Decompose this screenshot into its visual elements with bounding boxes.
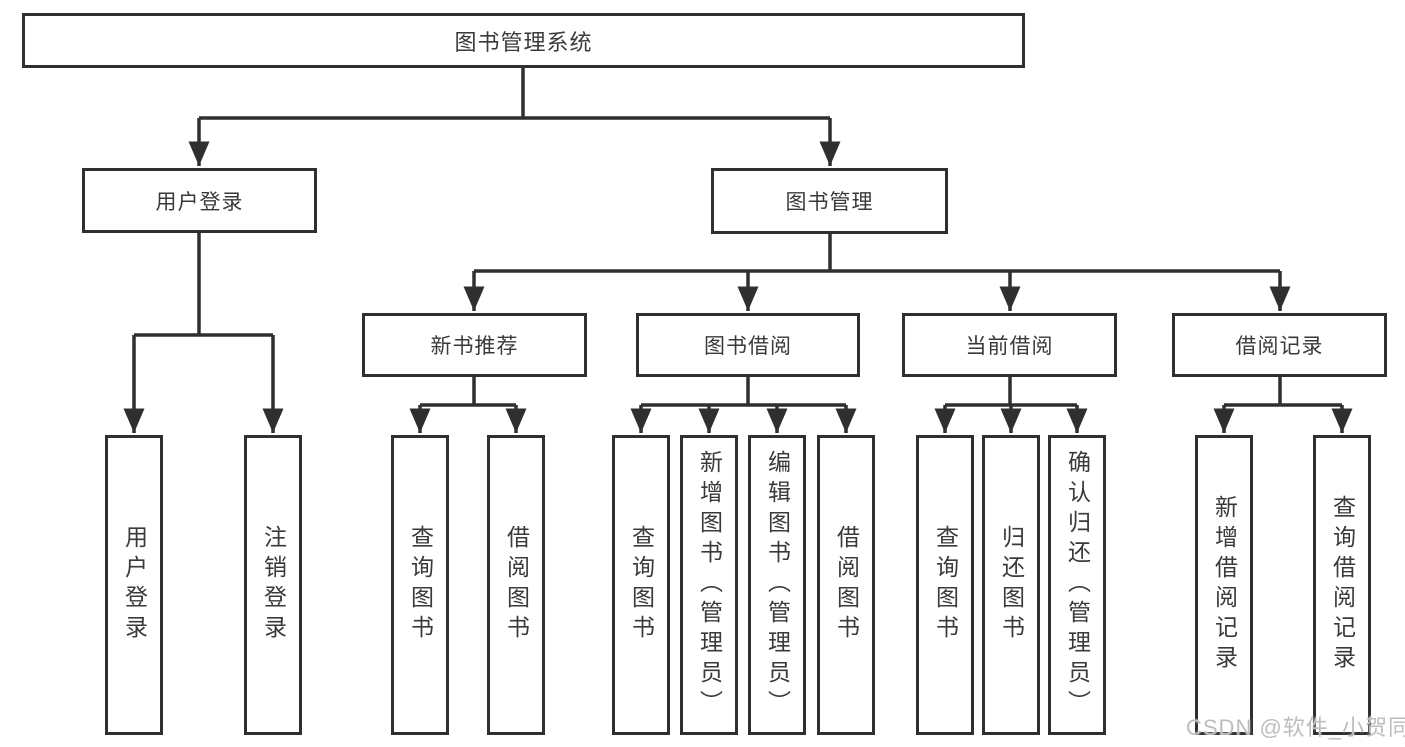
leaf-newbooks-query-books: 查询图书	[391, 435, 449, 735]
csdn-watermark: CSDN @软件_小贺同学	[1186, 715, 1405, 740]
leaf-borrow-borrow-books: 借阅图书	[817, 435, 875, 735]
leaf-newbooks-borrow-books: 借阅图书	[487, 435, 545, 735]
leaf-borrow-query-books: 查询图书	[612, 435, 670, 735]
connector-borrow-records-to-leaves	[1213, 377, 1353, 433]
leaf-logout-login: 注销登录	[244, 435, 302, 735]
node-library-management-system: 图书管理系统	[22, 13, 1025, 68]
node-current-borrowing: 当前借阅	[902, 313, 1117, 377]
node-borrowing-records: 借阅记录	[1172, 313, 1387, 377]
connector-root-to-level2	[188, 68, 841, 166]
leaf-current-return-books: 归还图书	[982, 435, 1040, 735]
node-book-borrowing: 图书借阅	[636, 313, 860, 377]
node-new-book-recommend: 新书推荐	[362, 313, 587, 377]
leaf-borrow-add-books-admin: 新增图书（管理员）	[680, 435, 738, 735]
leaf-current-confirm-return-admin: 确认归还（管理员）	[1048, 435, 1106, 735]
connector-current-borrow-to-leaves	[934, 377, 1088, 433]
leaf-current-query-books: 查询图书	[916, 435, 974, 735]
leaf-records-add-borrow-record: 新增借阅记录	[1195, 435, 1253, 735]
node-user-login: 用户登录	[82, 168, 317, 233]
leaf-records-query-borrow-record: 查询借阅记录	[1313, 435, 1371, 735]
connector-user-login-to-leaves	[123, 233, 284, 433]
connector-new-books-to-leaves	[409, 377, 527, 433]
leaf-borrow-edit-books-admin: 编辑图书（管理员）	[748, 435, 806, 735]
connector-book-mgmt-to-level3	[463, 234, 1291, 311]
node-book-management: 图书管理	[711, 168, 948, 234]
leaf-user-login: 用户登录	[105, 435, 163, 735]
connector-book-borrow-to-leaves	[630, 377, 857, 433]
